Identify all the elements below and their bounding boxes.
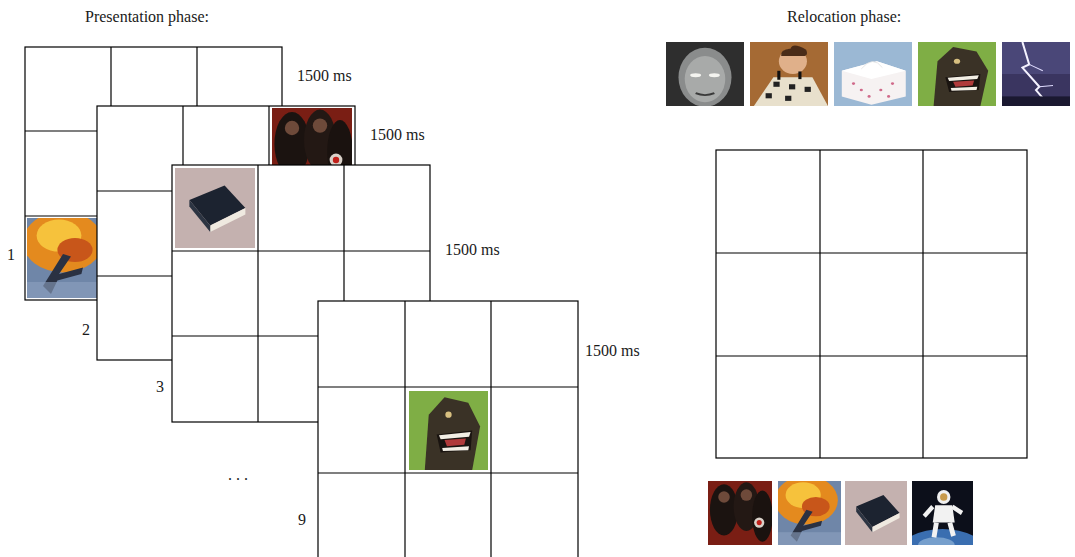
duration-label: 1500 ms [297, 67, 352, 85]
duration-label: 1500 ms [585, 342, 640, 360]
picture [666, 42, 744, 107]
trial-number: 3 [156, 378, 164, 396]
trial-number: 1 [7, 246, 15, 264]
picture [708, 481, 773, 545]
duration-label: 1500 ms [370, 126, 425, 144]
picture [1002, 42, 1070, 106]
ellipsis: . . . [228, 466, 248, 484]
picture [750, 42, 828, 106]
section-heading: Presentation phase: [85, 8, 209, 26]
picture [900, 481, 985, 557]
picture [23, 212, 107, 298]
duration-label: 1500 ms [445, 241, 500, 259]
picture [775, 476, 841, 545]
section-heading: Relocation phase: [787, 8, 901, 26]
picture [918, 42, 996, 106]
trial-number: 9 [298, 511, 306, 529]
picture [845, 481, 907, 545]
picture [834, 42, 912, 106]
picture [175, 168, 255, 248]
trial-number: 2 [82, 321, 90, 339]
picture [409, 391, 488, 470]
grid [716, 150, 1027, 458]
grid [318, 301, 578, 557]
